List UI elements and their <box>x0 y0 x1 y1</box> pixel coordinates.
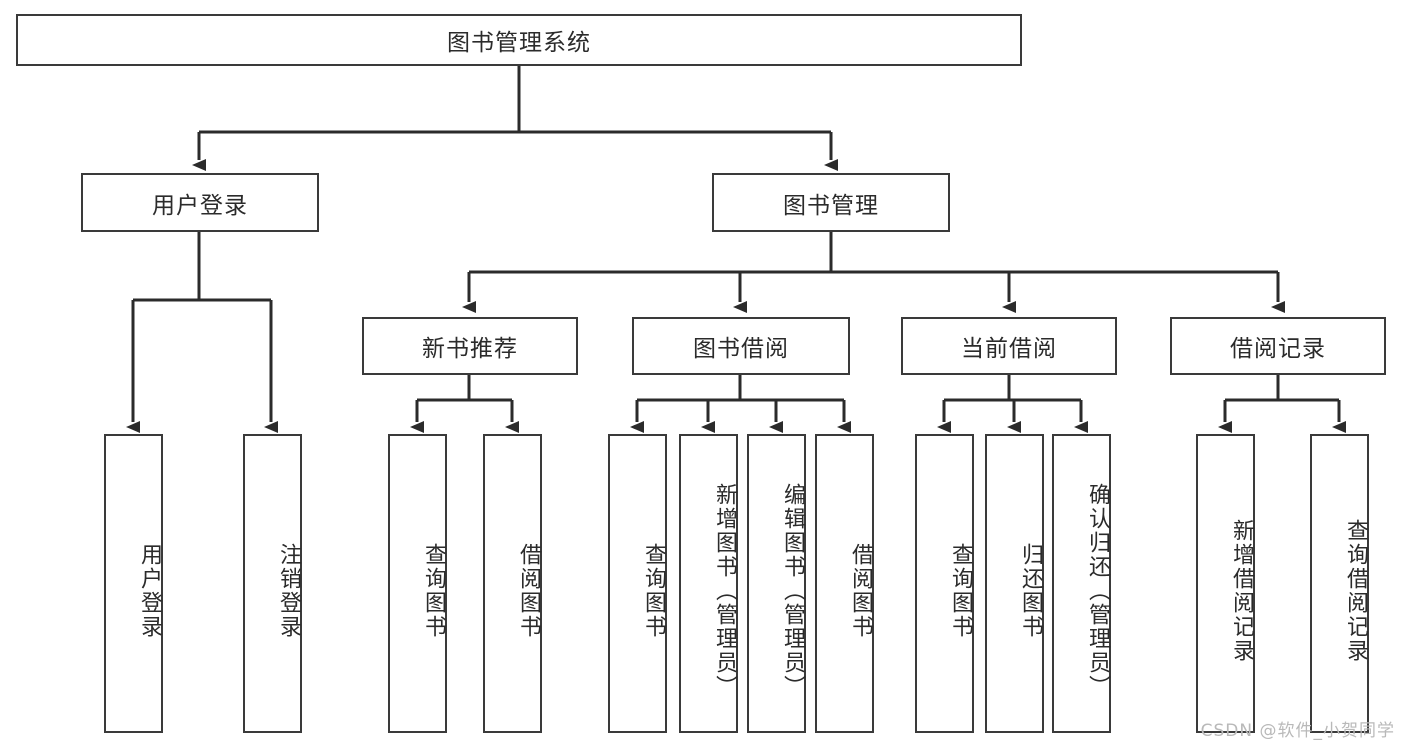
node-leaf-add-borrow-record-label: 新增借阅记录 <box>1229 518 1254 663</box>
node-new-book-recommend[interactable]: 新书推荐 <box>362 317 578 375</box>
node-book-borrow[interactable]: 图书借阅 <box>632 317 850 375</box>
node-root[interactable]: 图书管理系统 <box>16 14 1022 66</box>
node-leaf-query-book-current-label: 查询图书 <box>948 542 973 639</box>
node-leaf-edit-book-admin[interactable]: 编辑图书（管理员） <box>747 434 806 733</box>
node-leaf-return-book[interactable]: 归还图书 <box>985 434 1044 733</box>
node-borrow-record[interactable]: 借阅记录 <box>1170 317 1386 375</box>
node-leaf-query-book-current[interactable]: 查询图书 <box>915 434 974 733</box>
node-leaf-user-login[interactable]: 用户登录 <box>104 434 163 733</box>
node-book-management-label: 图书管理 <box>783 192 879 219</box>
node-user-login-label: 用户登录 <box>152 192 248 219</box>
node-leaf-confirm-return-admin[interactable]: 确认归还（管理员） <box>1052 434 1111 733</box>
node-leaf-borrow-book-label: 借阅图书 <box>848 542 873 639</box>
node-leaf-add-book-admin-label: 新增图书（管理员） <box>712 482 737 699</box>
node-leaf-add-book-admin[interactable]: 新增图书（管理员） <box>679 434 738 733</box>
node-book-management[interactable]: 图书管理 <box>712 173 950 232</box>
node-leaf-logout-label: 注销登录 <box>276 542 301 639</box>
node-leaf-query-borrow-record-label: 查询借阅记录 <box>1343 518 1368 663</box>
node-leaf-logout[interactable]: 注销登录 <box>243 434 302 733</box>
node-borrow-record-label: 借阅记录 <box>1230 336 1326 362</box>
node-new-book-recommend-label: 新书推荐 <box>422 336 518 362</box>
node-leaf-borrow-book-new-label: 借阅图书 <box>516 542 541 639</box>
node-current-borrow-label: 当前借阅 <box>961 336 1057 362</box>
node-leaf-query-book-new-label: 查询图书 <box>421 542 446 639</box>
node-leaf-query-book-new[interactable]: 查询图书 <box>388 434 447 733</box>
node-leaf-borrow-book[interactable]: 借阅图书 <box>815 434 874 733</box>
node-book-borrow-label: 图书借阅 <box>693 336 789 362</box>
node-leaf-query-borrow-record[interactable]: 查询借阅记录 <box>1310 434 1369 733</box>
node-leaf-return-book-label: 归还图书 <box>1018 542 1043 639</box>
node-leaf-query-book-borrow-label: 查询图书 <box>641 542 666 639</box>
node-leaf-add-borrow-record[interactable]: 新增借阅记录 <box>1196 434 1255 733</box>
node-leaf-edit-book-admin-label: 编辑图书（管理员） <box>780 482 805 699</box>
watermark: CSDN @软件_小贺同学 <box>1200 721 1395 741</box>
node-leaf-query-book-borrow[interactable]: 查询图书 <box>608 434 667 733</box>
node-leaf-borrow-book-new[interactable]: 借阅图书 <box>483 434 542 733</box>
node-leaf-confirm-return-admin-label: 确认归还（管理员） <box>1085 482 1110 699</box>
node-root-label: 图书管理系统 <box>447 30 591 56</box>
node-leaf-user-login-label: 用户登录 <box>137 542 162 639</box>
node-user-login[interactable]: 用户登录 <box>81 173 319 232</box>
node-current-borrow[interactable]: 当前借阅 <box>901 317 1117 375</box>
